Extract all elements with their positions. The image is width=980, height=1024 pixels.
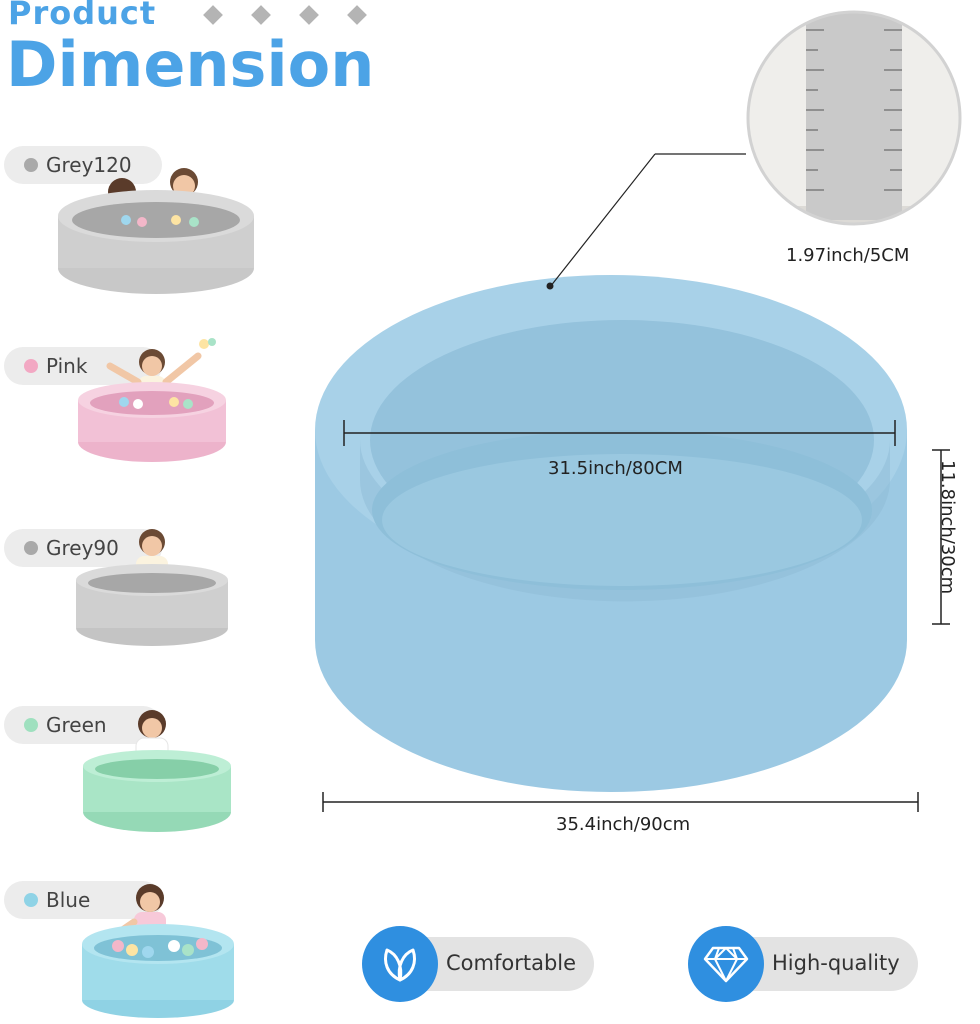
pool-thumbnail-grey120 bbox=[56, 160, 256, 296]
decorative-diamond-2 bbox=[251, 5, 271, 25]
variant-label-grey120: Grey120 bbox=[4, 146, 162, 184]
pool-thumbnail-pink bbox=[74, 336, 230, 466]
ruler-closeup bbox=[744, 10, 964, 230]
outer-diameter-measurement: 35.4inch/90cm bbox=[556, 814, 691, 835]
thickness-measurement: 1.97inch/5CM bbox=[786, 245, 910, 266]
feature-icon-circle bbox=[688, 926, 764, 1002]
variant-label-grey90: Grey90 bbox=[4, 529, 162, 567]
title-dimension: Dimension bbox=[6, 28, 375, 101]
variant-name: Green bbox=[46, 713, 107, 737]
variant-name: Pink bbox=[46, 354, 88, 378]
feature-label: High-quality bbox=[772, 951, 900, 975]
pool-thumbnail-green bbox=[80, 704, 234, 834]
pool-thumbnail-blue bbox=[78, 878, 238, 1020]
height-measurement: 11.8inch/30cm bbox=[937, 460, 958, 595]
variant-name: Grey90 bbox=[46, 536, 119, 560]
color-dot bbox=[24, 718, 38, 732]
color-dot bbox=[24, 541, 38, 555]
variant-label-green: Green bbox=[4, 706, 162, 744]
inner-diameter-measurement: 31.5inch/80CM bbox=[548, 458, 683, 479]
decorative-diamond-1 bbox=[203, 5, 223, 25]
color-dot bbox=[24, 893, 38, 907]
main-pool-illustration bbox=[300, 140, 980, 844]
color-dot bbox=[24, 359, 38, 373]
decorative-diamond-4 bbox=[347, 5, 367, 25]
leaf-icon bbox=[384, 948, 416, 982]
variant-name: Blue bbox=[46, 888, 91, 912]
feature-label: Comfortable bbox=[446, 951, 577, 975]
title-product: Product bbox=[8, 0, 157, 32]
diamond-icon bbox=[703, 946, 749, 983]
variant-name: Grey120 bbox=[46, 153, 132, 177]
variant-label-blue: Blue bbox=[4, 881, 162, 919]
decorative-diamond-3 bbox=[299, 5, 319, 25]
feature-icon-circle bbox=[362, 926, 438, 1002]
color-dot bbox=[24, 158, 38, 172]
pool-thumbnail-grey90 bbox=[72, 524, 232, 648]
